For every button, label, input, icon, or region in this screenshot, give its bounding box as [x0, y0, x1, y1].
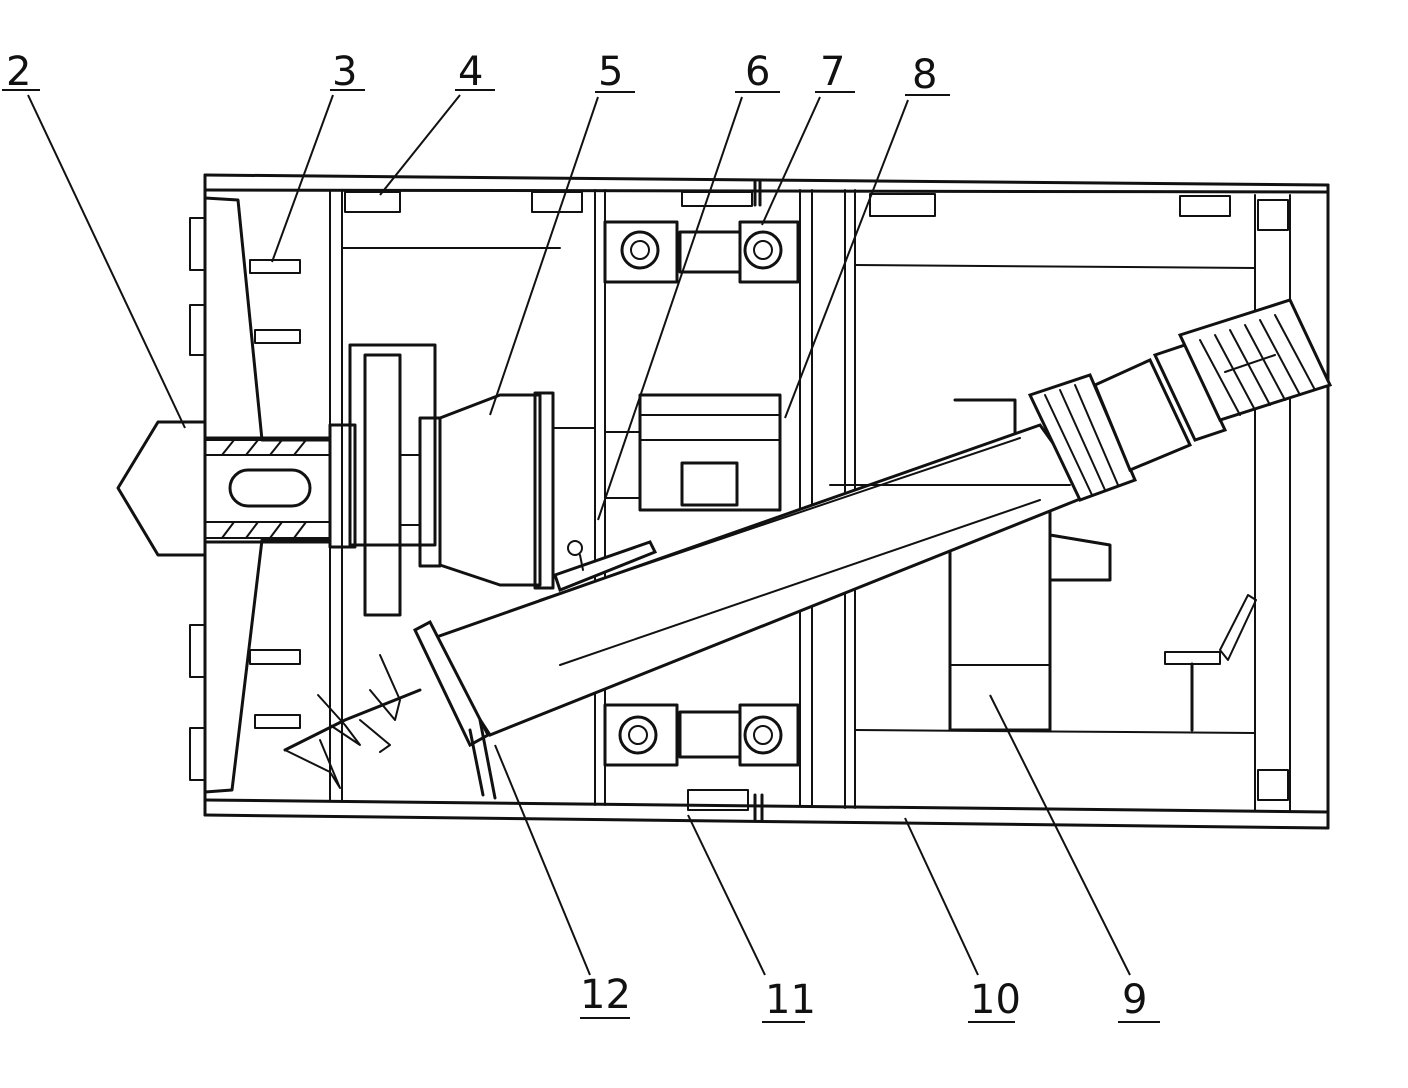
- label-11: 11: [765, 977, 816, 1023]
- label-12: 12: [580, 972, 631, 1018]
- label-9: 9: [1122, 977, 1147, 1023]
- screw-conveyor: [285, 300, 1330, 798]
- label-2: 2: [6, 49, 31, 95]
- label-6: 6: [745, 49, 770, 95]
- label-3: 3: [332, 49, 357, 95]
- pump-motor: [605, 395, 780, 510]
- label-10: 10: [970, 977, 1021, 1023]
- label-4: 4: [458, 49, 483, 95]
- thrust-cylinders-top: [605, 222, 798, 282]
- label-7: 7: [820, 49, 845, 95]
- label-5: 5: [598, 49, 623, 95]
- label-8: 8: [912, 52, 937, 98]
- operator-seat: [1165, 595, 1256, 730]
- thrust-cylinders-bottom: [605, 705, 798, 765]
- cutter-head: [118, 198, 330, 792]
